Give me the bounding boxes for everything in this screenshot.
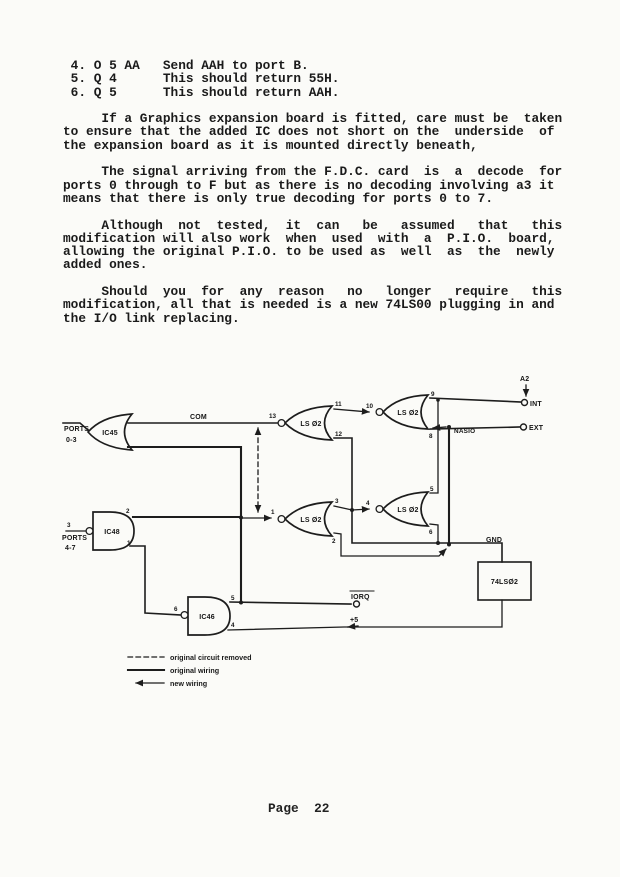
chip-74ls02-box (477, 561, 532, 601)
nor-gate-c: LS Ø2 (277, 501, 334, 537)
ic46-pin-6: 6 (174, 606, 178, 613)
text-line: the I/O link replacing. (63, 310, 240, 326)
ic48-pin-1: 1 (127, 540, 131, 547)
page-number: Page 22 (268, 801, 330, 816)
pin-4: 4 (366, 500, 370, 507)
text-line: 6. Q 5 This should return AAH. (63, 84, 340, 100)
body-text: 4. O 5 AA Send AAH to port B. 5. Q 4 Thi… (63, 59, 562, 325)
text-line: If a Graphics expansion board is fitted,… (63, 111, 563, 127)
label-ports-0-3-line2: 0-3 (66, 437, 77, 444)
pin-9: 9 (431, 391, 435, 398)
label-nasio: NASIO (454, 428, 475, 435)
label-a2: A2 (520, 376, 529, 383)
text-line: added ones. (63, 257, 148, 273)
legend-new-label: new wiring (170, 679, 207, 688)
ext-terminal (519, 423, 528, 431)
label-ext: EXT (529, 425, 544, 432)
pin-13: 13 (269, 413, 277, 420)
nand-gate-ic48: IC48 (85, 511, 135, 551)
label-gnd: GND (486, 537, 502, 544)
text-line: means that there is only true decoding f… (63, 190, 494, 206)
or-gate-ic45: IC45 (86, 413, 134, 451)
text-line: modification, all that is needed is a ne… (63, 297, 555, 313)
pin-3: 3 (335, 498, 339, 505)
gate-label-ls02-a: LS Ø2 (300, 421, 321, 428)
text-line: 4. O 5 AA Send AAH to port B. (63, 58, 309, 73)
legend-original-label: original wiring (170, 666, 219, 675)
pin-2: 2 (332, 538, 336, 545)
nand-gate-ic46: IC46 (180, 596, 231, 636)
label-com: COM (190, 414, 207, 421)
chip-74ls02-label: 74LSØ2 (491, 579, 518, 586)
text-line: the expansion board as it is mounted dir… (63, 137, 478, 153)
text-line: Although not tested, it can be assumed t… (63, 217, 563, 233)
text-line: 5. Q 4 This should return 55H. (63, 71, 340, 87)
iorq-terminal (352, 600, 361, 608)
gate-label-ic45: IC45 (102, 430, 118, 437)
label-int: INT (530, 401, 542, 408)
pin-10: 10 (366, 403, 374, 410)
label-ports-0-3-line1: PORTS (64, 426, 89, 433)
text-line: ports 0 through to F but as there is no … (63, 177, 555, 193)
label-iorq: IORQ (351, 594, 370, 601)
circuit-wires (62, 384, 530, 631)
nor-gate-d: LS Ø2 (375, 491, 430, 527)
legend-removed-label: original circuit removed (170, 653, 251, 662)
nor-gate-b: LS Ø2 (375, 394, 430, 430)
int-terminal (520, 398, 529, 407)
pin-5: 5 (430, 486, 434, 493)
ic48-pin-3: 3 (67, 522, 71, 529)
text-line: allowing the original P.I.O. to be used … (63, 244, 555, 260)
gate-label-ic48: IC48 (104, 529, 120, 536)
pin-11: 11 (335, 401, 342, 408)
pin-6: 6 (429, 529, 433, 536)
gate-label-ls02-b: LS Ø2 (397, 410, 418, 417)
gate-label-ls02-c: LS Ø2 (300, 517, 321, 524)
text-line: to ensure that the added IC does not sho… (63, 124, 555, 140)
diagram-labels: PORTS 0-3 COM 13 11 12 10 9 8 1 3 2 4 5 … (62, 376, 544, 629)
ic46-pin-5: 5 (231, 595, 235, 602)
label-plus5: +5 (350, 617, 358, 624)
pin-1: 1 (271, 509, 275, 516)
ic46-pin-4: 4 (231, 622, 235, 629)
ic48-pin-2: 2 (126, 508, 130, 515)
text-line: The signal arriving from the F.D.C. card… (63, 164, 563, 180)
diagram-legend: original circuit removed original wiring… (126, 653, 251, 688)
text-line: modification will also work when used wi… (63, 230, 555, 246)
gate-label-ic46: IC46 (199, 614, 215, 621)
label-ports-4-7-line2: 4-7 (65, 545, 76, 552)
text-line: Should you for any reason no longer requ… (63, 284, 563, 300)
pin-8: 8 (429, 433, 433, 440)
nor-gate-a: LS Ø2 (277, 405, 334, 441)
label-ports-4-7-line1: PORTS (62, 535, 87, 542)
junction-dots (239, 398, 451, 605)
pin-12: 12 (335, 431, 343, 438)
gate-label-ls02-d: LS Ø2 (397, 507, 418, 514)
